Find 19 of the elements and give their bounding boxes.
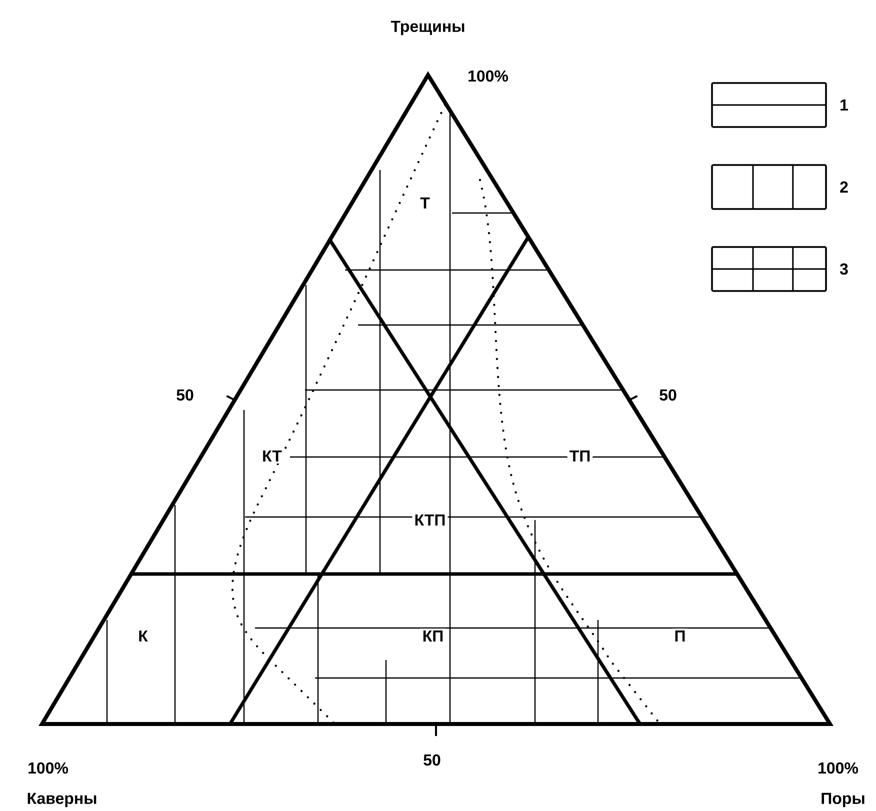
region-label: КТ bbox=[260, 448, 284, 464]
legend-label: 2 bbox=[840, 181, 848, 193]
axis-label: Поры bbox=[818, 790, 868, 810]
legend-label: 3 bbox=[840, 263, 848, 275]
tick-label: 50 bbox=[421, 752, 443, 768]
axis-label: Каверны bbox=[24, 790, 100, 810]
region-label: Т bbox=[418, 196, 432, 210]
region-label: КП bbox=[420, 628, 446, 644]
axis-label: Трещины bbox=[388, 18, 468, 38]
legend-label: 1 bbox=[840, 100, 848, 110]
tick-label: 50 bbox=[174, 387, 196, 403]
tick-label: 100% bbox=[816, 760, 860, 776]
tick-label: 50 bbox=[657, 387, 679, 403]
region-label: ТП bbox=[567, 448, 593, 464]
region-label: К bbox=[136, 628, 150, 644]
tick-label: 100% bbox=[466, 68, 510, 84]
tick-label: 100% bbox=[26, 760, 70, 776]
region-label: КТП bbox=[412, 512, 448, 528]
region-label: П bbox=[672, 628, 688, 644]
